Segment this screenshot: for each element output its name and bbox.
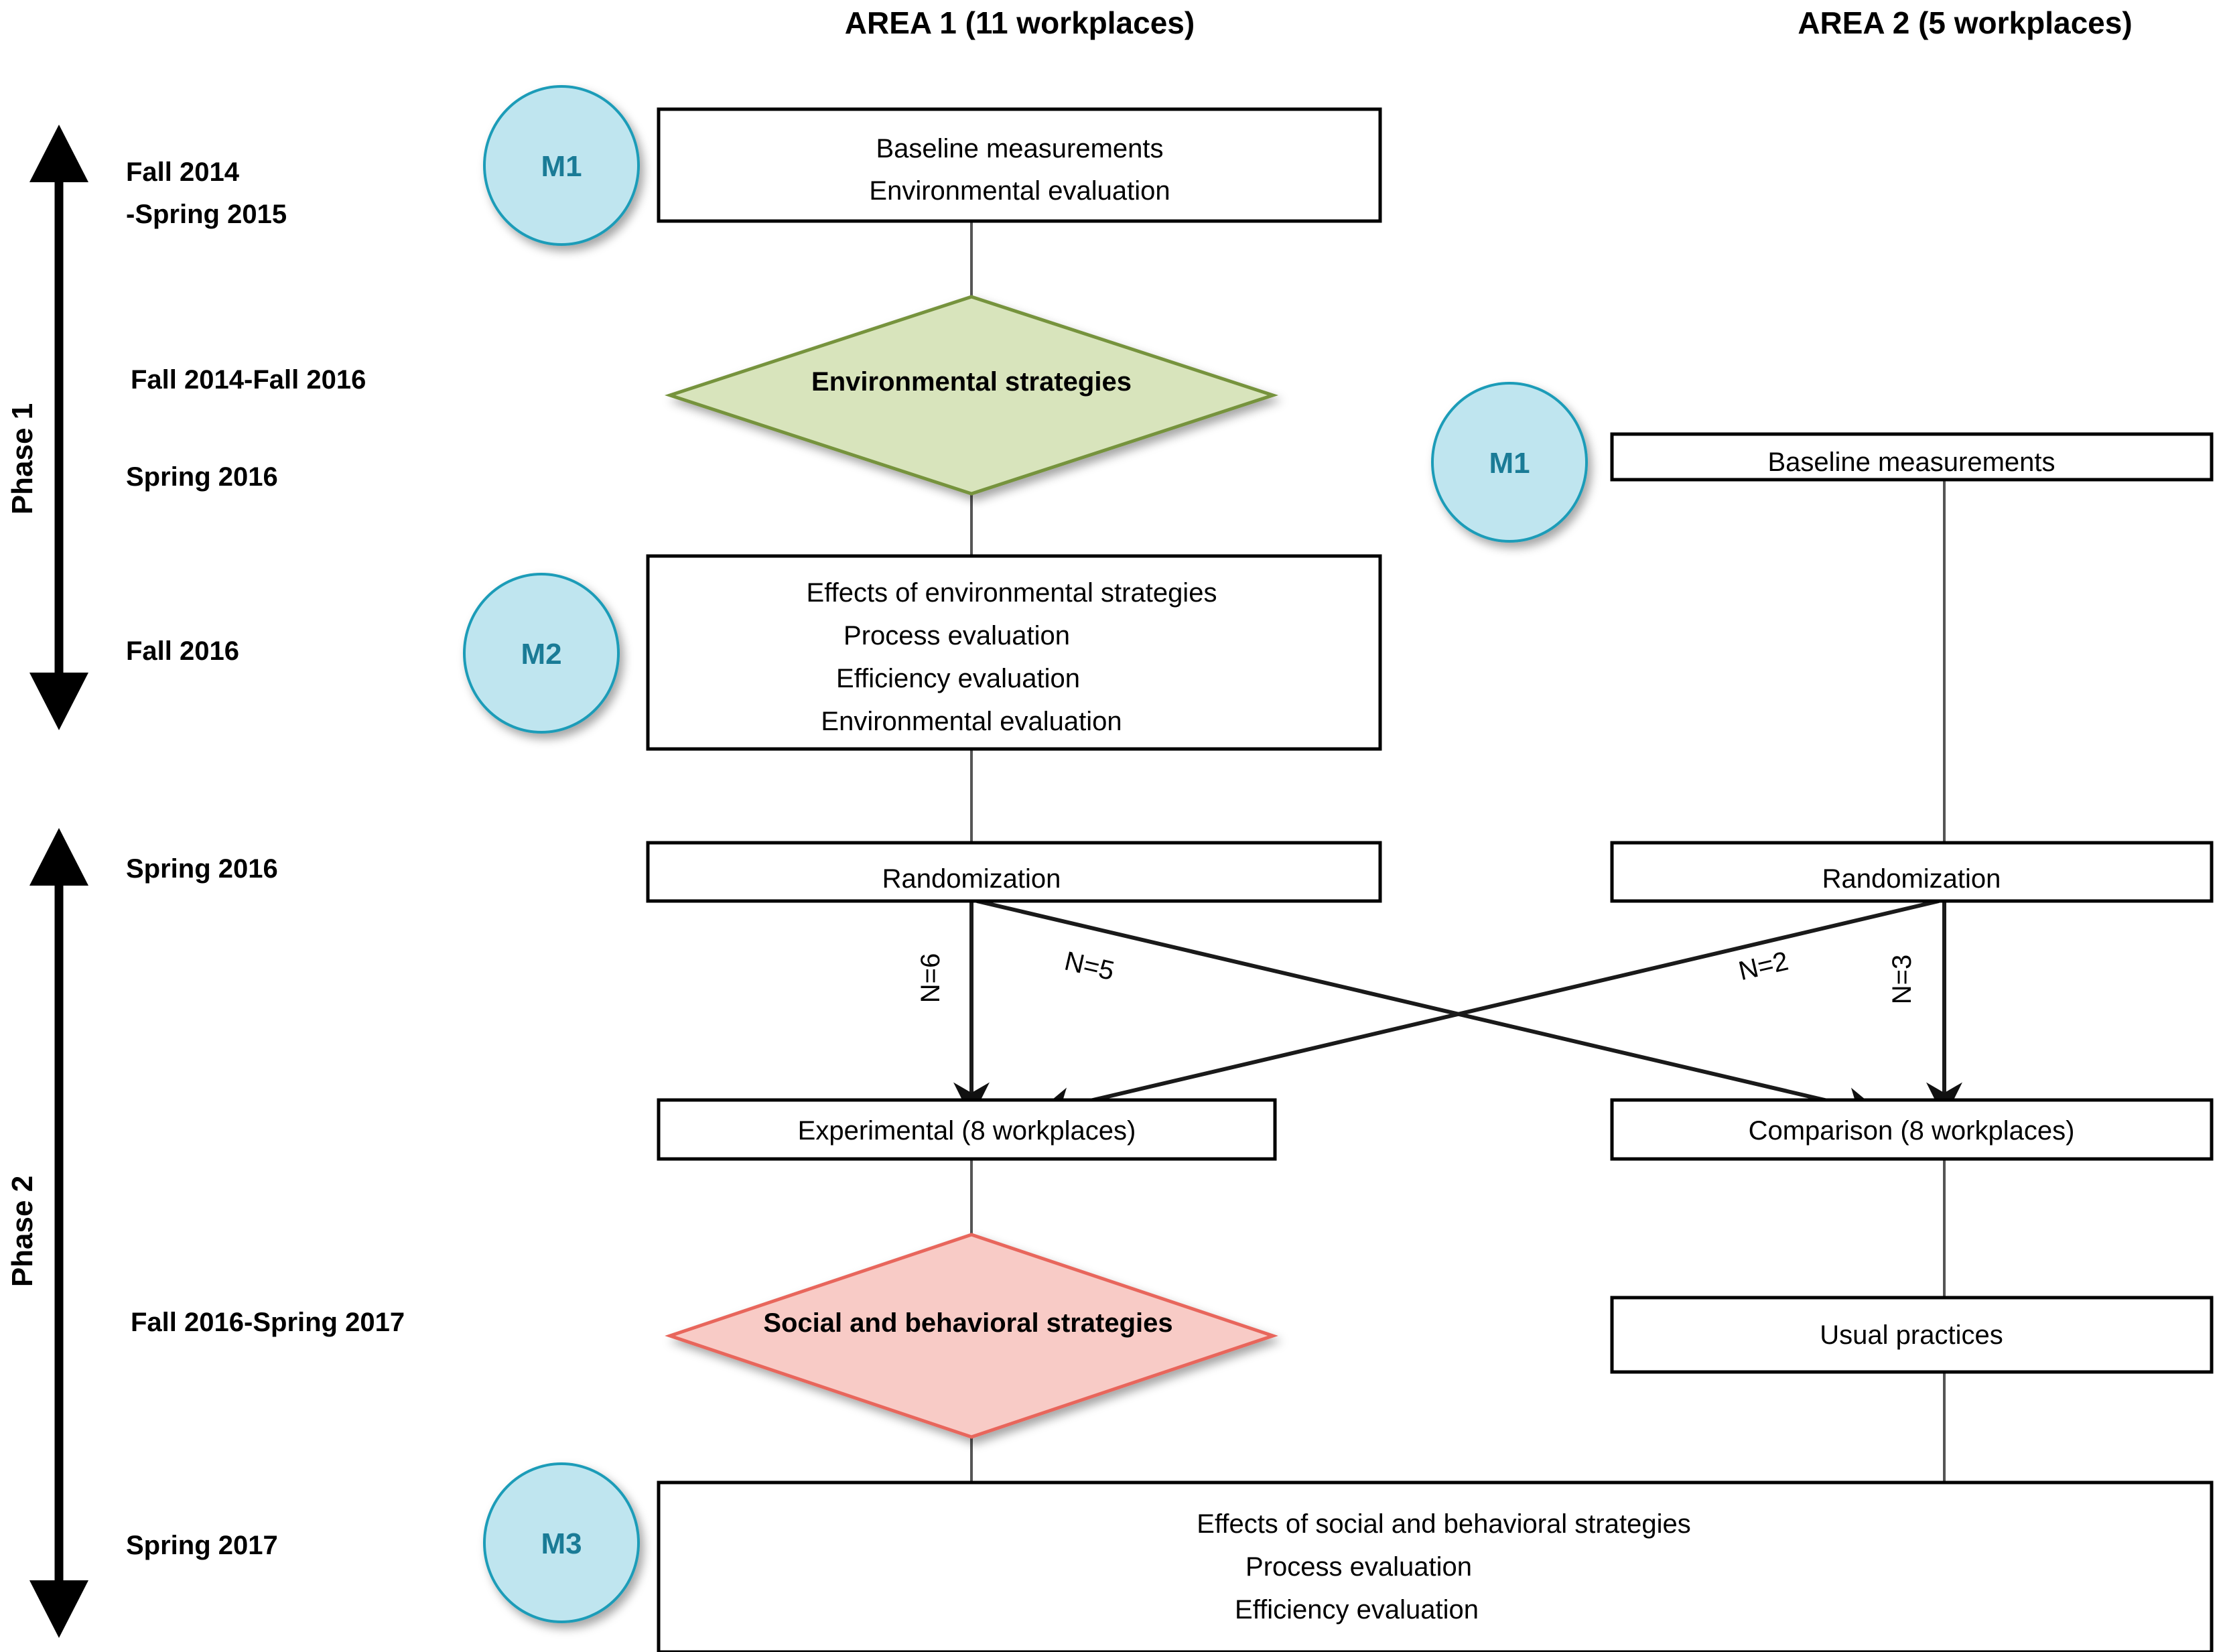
node-a2-randomization-label: Randomization — [1822, 864, 2001, 894]
node-a1-baseline-line1: Baseline measurements — [876, 134, 1163, 163]
node-a1-baseline-line2: Environmental evaluation — [869, 176, 1170, 206]
node-a1-effects-line4: Environmental evaluation — [821, 707, 1122, 736]
phase-2-axis — [29, 828, 88, 1638]
node-social-behavioral-strategies-label: Social and behavioral strategies — [763, 1308, 1172, 1338]
edge-label-n3: N=3 — [1887, 955, 1917, 1005]
node-a1-randomization[interactable] — [646, 841, 1382, 903]
time-label-7: Spring 2017 — [126, 1531, 278, 1560]
edge-label-n6: N=6 — [916, 953, 945, 1004]
marker-label-m3-area1: M3 — [541, 1527, 582, 1560]
node-usual-practices-label: Usual practices — [1820, 1320, 2003, 1350]
marker-m1-area1[interactable] — [483, 85, 640, 246]
edge-label-n5: N=5 — [1062, 947, 1117, 987]
node-experimental-label: Experimental (8 workplaces) — [798, 1116, 1136, 1146]
marker-m1-area2[interactable] — [1431, 382, 1588, 543]
edge-label-n2: N=2 — [1736, 947, 1791, 987]
node-environmental-strategies-label: Environmental strategies — [811, 367, 1132, 397]
phase-1-axis — [29, 125, 88, 730]
node-social-behavioral-strategies[interactable] — [665, 1233, 1278, 1439]
node-a1-effects-line2: Process evaluation — [844, 621, 1070, 650]
time-label-3: Spring 2016 — [126, 462, 278, 492]
marker-label-m2-area1: M2 — [521, 638, 561, 671]
time-label-1-line1: Fall 2014 — [126, 157, 240, 187]
node-a1-effects[interactable] — [646, 554, 1382, 751]
node-a1-randomization-label: Randomization — [882, 864, 1061, 894]
time-label-6: Fall 2016-Spring 2017 — [131, 1308, 405, 1337]
node-a2-randomization[interactable] — [1610, 841, 2214, 903]
phase-label-1: Phase 1 — [6, 403, 39, 514]
node-a1-baseline[interactable] — [657, 107, 1382, 223]
arrow-a1rand-to-comparison — [976, 899, 1883, 1123]
arrow-a2rand-to-experimental — [1035, 899, 1940, 1123]
time-label-2: Fall 2014-Fall 2016 — [131, 365, 366, 395]
node-a1-effects-line1: Effects of environmental strategies — [807, 578, 1217, 608]
marker-label-m1-area2: M1 — [1489, 447, 1530, 480]
node-experimental[interactable] — [657, 1098, 1277, 1161]
node-comparison[interactable] — [1610, 1098, 2214, 1161]
header-area2: AREA 2 (5 workplaces) — [1798, 5, 2132, 40]
time-label-5: Spring 2016 — [126, 854, 278, 884]
marker-m3-area1[interactable] — [483, 1462, 640, 1623]
node-a2-baseline-label: Baseline measurements — [1767, 448, 2055, 477]
node-final-effects-line2: Process evaluation — [1245, 1552, 1472, 1582]
node-comparison-label: Comparison (8 workplaces) — [1749, 1116, 2075, 1146]
node-final-effects-line3: Efficiency evaluation — [1235, 1595, 1479, 1625]
node-a2-baseline[interactable] — [1610, 432, 2214, 482]
marker-m2-area1[interactable] — [463, 573, 620, 734]
marker-label-m1-area1: M1 — [541, 150, 582, 183]
time-label-4: Fall 2016 — [126, 636, 239, 666]
phase-label-2: Phase 2 — [6, 1176, 39, 1287]
time-label-1-line2: -Spring 2015 — [126, 200, 287, 229]
node-environmental-strategies[interactable] — [664, 295, 1279, 496]
node-a1-effects-line3: Efficiency evaluation — [836, 664, 1080, 693]
header-area1: AREA 1 (11 workplaces) — [845, 5, 1195, 40]
node-final-effects[interactable] — [657, 1481, 2214, 1652]
node-final-effects-line1: Effects of social and behavioral strateg… — [1197, 1509, 1690, 1539]
node-usual-practices[interactable] — [1610, 1296, 2214, 1374]
